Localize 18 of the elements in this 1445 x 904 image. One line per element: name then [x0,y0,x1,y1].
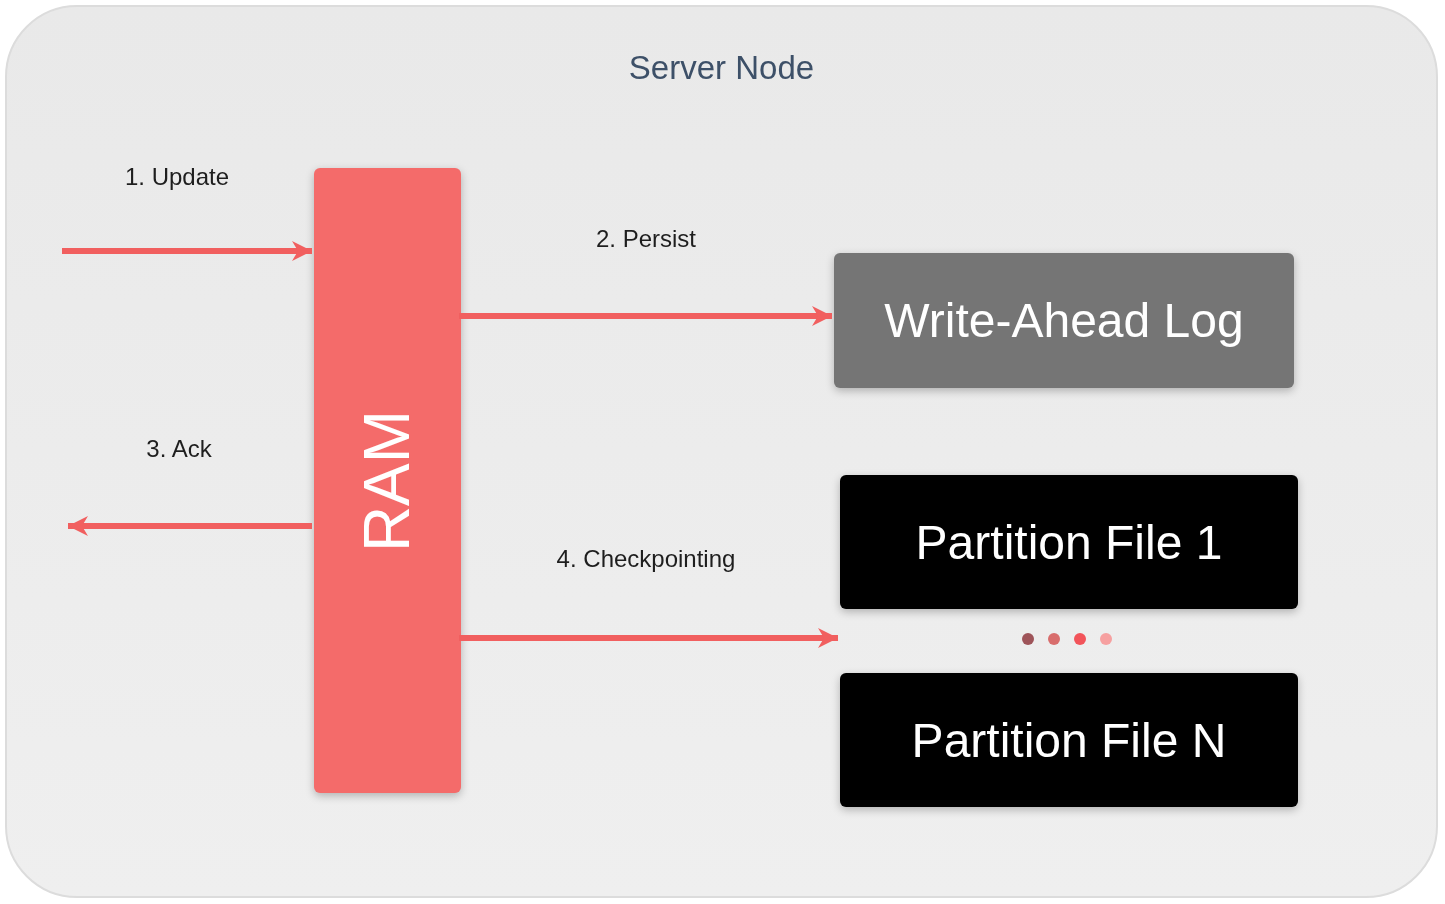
box-label: Partition File 1 [915,514,1223,570]
edge-label: 2. Persist [596,225,696,253]
edge-label: 3. Ack [146,435,212,463]
storage-box [840,475,1298,609]
arrow [459,628,838,648]
memory-bar [314,168,461,793]
arrow [68,516,312,536]
storage-box [840,673,1298,807]
box-label: RAM [350,409,425,552]
panel-title: Server Node [627,49,816,87]
arrow [459,306,832,326]
edge-label: 4. Checkpointing [556,545,736,573]
storage-box [834,253,1294,388]
arrow [62,241,312,261]
edge-label: 1. Update [124,163,230,191]
box-label: Write-Ahead Log [884,293,1244,348]
server-panel [5,5,1438,898]
box-label: Partition File N [911,712,1227,768]
